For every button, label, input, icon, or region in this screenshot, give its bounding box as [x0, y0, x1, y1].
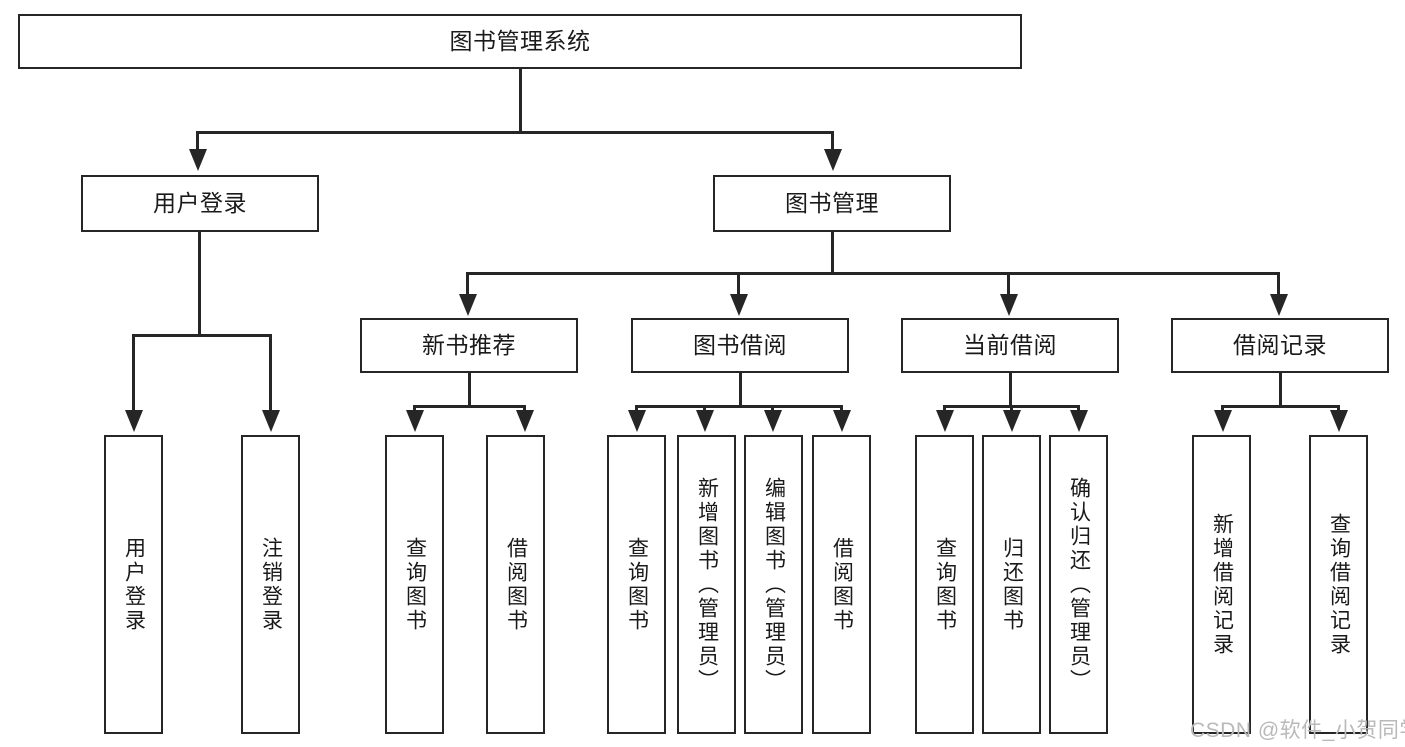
edge-bb-drop-4 [840, 405, 843, 413]
node-label: 用户登录 [122, 536, 146, 633]
edge-nbr-drop-1 [413, 405, 416, 413]
edge-bb-drop-1 [635, 405, 638, 413]
node-label: 查询图书 [403, 536, 427, 633]
edge-book-management-drop-2 [737, 272, 740, 297]
edge-book-management-stem [831, 232, 834, 274]
leaf-return-book[interactable]: 归还图书 [982, 435, 1041, 734]
node-label: 图书借阅 [693, 331, 787, 358]
node-book-management-system[interactable]: 图书管理系统 [18, 14, 1022, 69]
edge-current-borrow-stem [1009, 373, 1012, 407]
leaf-query-borrow-record[interactable]: 查询借阅记录 [1309, 435, 1368, 734]
leaf-add-borrow-record[interactable]: 新增借阅记录 [1192, 435, 1251, 734]
node-label: 图书管理 [785, 189, 879, 216]
arrow-bb-leaf-4 [833, 410, 851, 432]
edge-user-login-bar [133, 334, 272, 337]
leaf-add-book-admin[interactable]: 新增图书（管理员） [677, 435, 736, 734]
edge-cb-drop-1 [943, 405, 946, 413]
edge-book-management-drop-3 [1007, 272, 1010, 297]
edge-bb-drop-2 [703, 405, 706, 413]
node-label: 新增借阅记录 [1210, 512, 1234, 657]
node-label: 编辑图书（管理员） [762, 476, 786, 693]
edge-borrow-record-bar [1222, 405, 1340, 408]
arrow-nbr-leaf-2 [516, 410, 534, 432]
node-label: 借阅图书 [504, 536, 528, 633]
arrow-book-management-to-current-borrow [1000, 294, 1018, 316]
arrow-nbr-leaf-1 [406, 410, 424, 432]
edge-book-borrow-bar [636, 405, 843, 408]
node-book-borrow[interactable]: 图书借阅 [631, 318, 849, 373]
arrow-book-management-to-new-book-recommend [459, 294, 477, 316]
node-label: 用户登录 [153, 189, 247, 216]
leaf-query-book-new-book-recommend[interactable]: 查询图书 [385, 435, 444, 734]
edge-bb-drop-3 [771, 405, 774, 413]
node-new-book-recommend[interactable]: 新书推荐 [360, 318, 578, 373]
edge-user-login-drop-1 [132, 334, 135, 413]
edge-root-to-user-login [196, 131, 199, 153]
arrow-user-login-leaf-1 [125, 410, 143, 432]
node-current-borrow[interactable]: 当前借阅 [901, 318, 1119, 373]
arrow-root-to-book-management [824, 149, 842, 171]
node-label: 查询借阅记录 [1327, 512, 1351, 657]
edge-br-drop-2 [1337, 405, 1340, 413]
leaf-edit-book-admin[interactable]: 编辑图书（管理员） [744, 435, 803, 734]
node-label: 图书管理系统 [449, 27, 591, 54]
leaf-user-login[interactable]: 用户登录 [104, 435, 163, 734]
node-user-login[interactable]: 用户登录 [81, 175, 319, 232]
leaf-confirm-return-admin[interactable]: 确认归还（管理员） [1049, 435, 1108, 734]
node-label: 确认归还（管理员） [1067, 476, 1091, 693]
arrow-br-leaf-2 [1330, 410, 1348, 432]
leaf-logout-login[interactable]: 注销登录 [241, 435, 300, 734]
node-label: 新增图书（管理员） [695, 476, 719, 693]
arrow-br-leaf-1 [1214, 410, 1232, 432]
edge-book-management-drop-4 [1277, 272, 1280, 297]
csdn-watermark: CSDN @软件_小贺同学 [1190, 719, 1405, 742]
leaf-query-book-book-borrow[interactable]: 查询图书 [607, 435, 666, 734]
edge-nbr-drop-2 [523, 405, 526, 413]
leaf-query-book-current-borrow[interactable]: 查询图书 [915, 435, 974, 734]
edge-br-drop-1 [1221, 405, 1224, 413]
edge-new-book-recommend-stem [468, 373, 471, 407]
arrow-book-management-to-book-borrow [730, 294, 748, 316]
arrow-user-login-leaf-2 [262, 410, 280, 432]
arrow-book-management-to-borrow-record [1270, 294, 1288, 316]
edge-user-login-stem [198, 232, 201, 336]
node-label: 查询图书 [933, 536, 957, 633]
edge-root-to-book-management [831, 131, 834, 153]
node-borrow-record[interactable]: 借阅记录 [1171, 318, 1389, 373]
node-label: 注销登录 [259, 536, 283, 633]
edge-book-management-bar [467, 272, 1279, 275]
arrow-root-to-user-login [189, 149, 207, 171]
edge-user-login-drop-2 [269, 334, 272, 413]
edge-new-book-recommend-bar [414, 405, 526, 408]
arrow-bb-leaf-2 [696, 410, 714, 432]
node-label: 查询图书 [625, 536, 649, 633]
arrow-bb-leaf-1 [628, 410, 646, 432]
leaf-borrow-book-book-borrow[interactable]: 借阅图书 [812, 435, 871, 734]
edge-root-stem [519, 69, 522, 133]
arrow-cb-leaf-2 [1003, 410, 1021, 432]
node-label: 归还图书 [1000, 536, 1024, 633]
node-label: 当前借阅 [963, 331, 1057, 358]
leaf-borrow-book-new-book-recommend[interactable]: 借阅图书 [486, 435, 545, 734]
node-label: 借阅图书 [830, 536, 854, 633]
arrow-bb-leaf-3 [764, 410, 782, 432]
edge-root-bar [197, 131, 834, 134]
edge-cb-drop-2 [1010, 405, 1013, 413]
node-label: 新书推荐 [422, 331, 516, 358]
edge-book-management-drop-1 [466, 272, 469, 297]
node-label: 借阅记录 [1233, 331, 1327, 358]
arrow-cb-leaf-1 [936, 410, 954, 432]
edge-cb-drop-3 [1077, 405, 1080, 413]
edge-book-borrow-stem [739, 373, 742, 407]
arrow-cb-leaf-3 [1070, 410, 1088, 432]
node-book-management[interactable]: 图书管理 [713, 175, 951, 232]
edge-borrow-record-stem [1279, 373, 1282, 407]
